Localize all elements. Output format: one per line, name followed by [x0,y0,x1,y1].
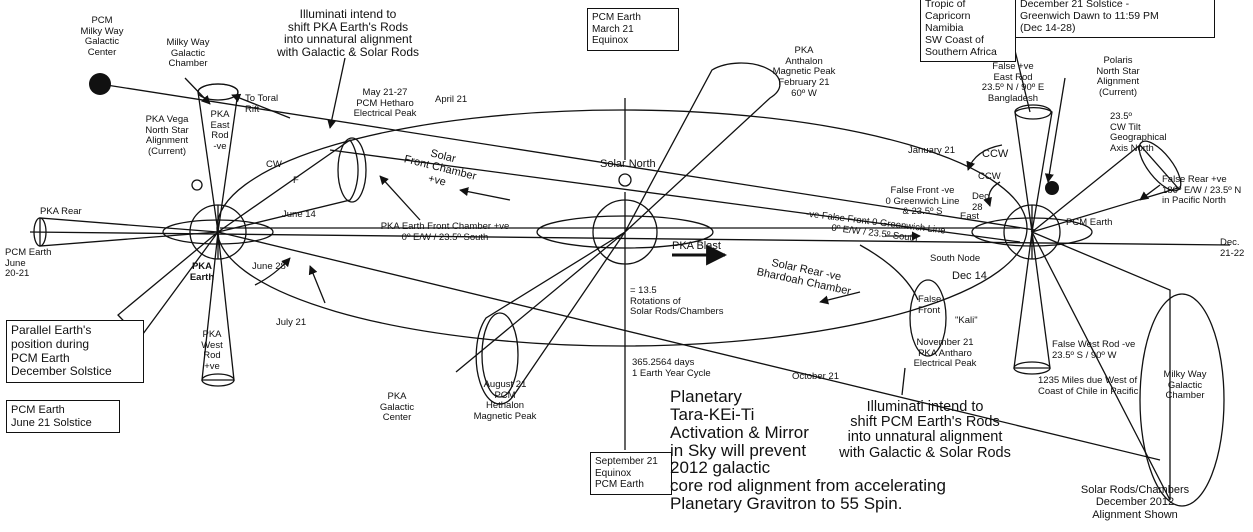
solar-north-point [618,173,632,187]
hethalon-cone [475,231,626,405]
dec28-label: Dec 28 [972,191,989,213]
false-east-rod-label: False +ve East Rod 23.5º N / 90º E Bangl… [981,61,1045,104]
anthalon-cone [624,62,781,233]
kali-ellipse [909,279,947,357]
august-label: August 21 PCM Hethalon Magnetic Peak [473,379,537,422]
false-front-label: False Front -ve 0 Greenwich Line & 23.5º… [885,185,960,218]
pka-blast-label: PKA Blast [672,240,721,252]
december-box-left: Tropic of Capricorn Namibia SW Coast of … [920,0,1016,63]
toral-rift-label: To Toral Rift [245,93,279,115]
pcm-earth-label: PCM Earth [1066,217,1113,228]
pcm-june-label: PCM Earth June 20-21 [5,247,52,280]
pka-galactic-label: PKA Galactic Center [379,391,415,424]
year-label: 365.2564 days 1 Earth Year Cycle [632,357,711,379]
dec2122-label: Dec. 21-22 [1220,237,1245,259]
galactic-center-label: PCM Milky Way Galactic Center [80,15,124,58]
solar-north-label: Solar North [600,158,656,170]
january-label: January 21 [908,145,956,156]
july21-label: July 21 [276,317,307,328]
pka-front-cone [217,139,359,233]
false-west-rod-label: False West Rod -ve 23.5º S / 90º W [1052,339,1136,361]
solar-chamber-line [329,149,1021,243]
anthalon-label: PKA Anthalon Magnetic Peak February 21 6… [772,45,836,99]
polaris-dot [1045,181,1059,195]
pcm-march-box: PCM Earth March 21 Equinox [587,8,679,51]
may-label: May 21-27 PCM Hetharo Electrical Peak [353,87,417,120]
cw-label: CW [266,159,282,170]
false-rear-label: False Rear +ve 180º E/W / 23.5º N in Pac… [1162,174,1242,207]
false-west-rod-cone [1013,231,1051,369]
tilt-label: 23.5º CW Tilt Geographical Axis North [1110,111,1167,154]
east-label: East [960,211,980,222]
activation-text: Planetary Tara-KEi-Ti Activation & Mirro… [670,387,946,514]
kali-label: "Kali" [955,315,978,326]
june14-label: June 14 [282,209,316,220]
illuminati-pcm-label: Illuminati intend to shift PCM Earth's R… [839,399,1011,461]
pka-rear-label: PKA Rear [40,206,82,217]
milky-way-galactic-center-dot [89,73,111,95]
ccw-label-2: CCW [978,171,1001,182]
ccw-label-1: CCW [982,148,1009,160]
rotations-label: = 13.5 Rotations of Solar Rods/Chambers [630,285,724,318]
illuminati-pka-label: Illuminati intend to shift PKA Earth's R… [276,7,420,59]
south-node-label: South Node [930,253,981,264]
september-box: September 21 Equinox PCM Earth [590,452,672,495]
pka-to-chamber-line [217,231,1161,461]
pcm-milky-way-chamber-cone [1030,230,1171,501]
vega-label: PKA Vega North Star Alignment (Current) [145,114,189,157]
pka-west-rod-label: PKA West Rod +ve [201,329,223,372]
june-solstice-box: PCM Earth June 21 Solstice [6,400,120,434]
june28-label: June 28 [252,261,286,272]
dec14-label: Dec 14 [952,270,987,282]
pka-earth-label: PKA Earth [189,261,215,283]
vega-star [191,179,203,191]
galactic-center-line [99,83,1036,231]
polaris-label: Polaris North Star Alignment (Current) [1096,55,1140,98]
front-chamber-line-label: PKA Earth Front Chamber +ve 0º E/W / 23.… [380,221,510,243]
october-label: October 21 [792,371,839,382]
december-box-right: December 21 Solstice - Greenwich Dawn to… [1015,0,1215,39]
tilt-cone [1031,144,1180,233]
galactic-chamber-label: Milky Way Galactic Chamber [166,37,210,70]
april-label: April 21 [435,94,468,105]
f-label: F [293,175,299,186]
pka-galactic-cone [455,231,626,373]
false-east-rod-cone [1014,107,1053,233]
pka-rear-cone [39,217,219,247]
november-label: November 21 PKA Antharo Electrical Peak [913,337,977,370]
chile-label: 1235 Miles due West of Coast of Chile in… [1038,375,1139,397]
milky-way-chamber-label: Milky Way Galactic Chamber [1163,369,1207,402]
bottom-right-label: Solar Rods/Chambers December 2012 Alignm… [1080,484,1190,521]
pka-east-rod-label: PKA East Rod -ve [210,109,230,152]
false-front-small-label: False Front [918,294,942,316]
parallel-earth-box: Parallel Earth's position during PCM Ear… [6,320,144,384]
pka-west-rod-cone [201,231,235,381]
